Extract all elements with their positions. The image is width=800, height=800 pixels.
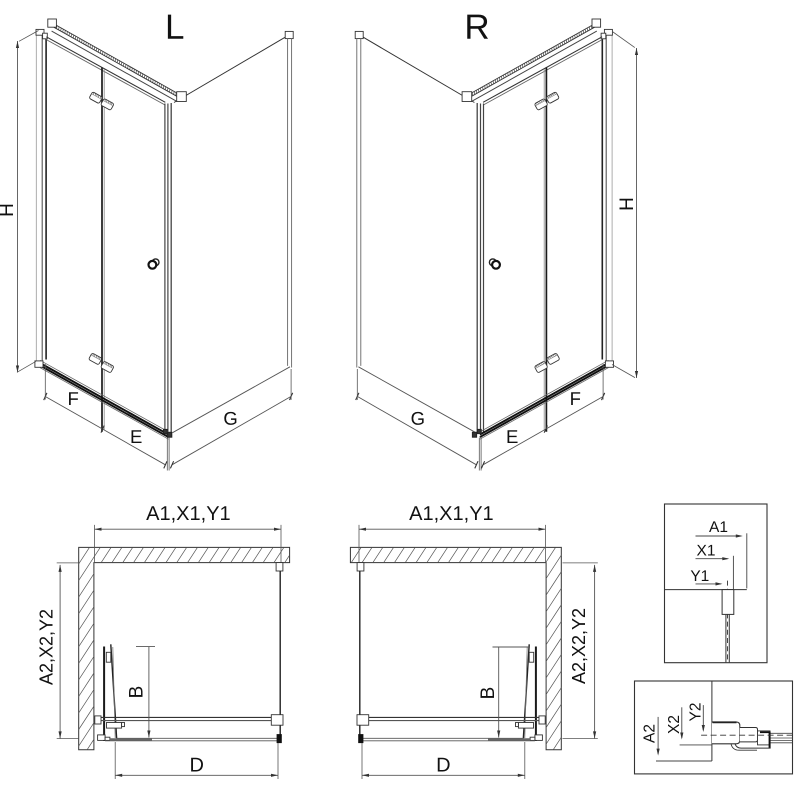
svg-text:A2: A2	[642, 724, 659, 743]
svg-text:H: H	[0, 203, 18, 217]
svg-text:A2,X2,Y2: A2,X2,Y2	[36, 609, 56, 685]
svg-text:Y1: Y1	[690, 568, 709, 585]
svg-text:F: F	[570, 388, 581, 409]
svg-text:D: D	[189, 754, 203, 776]
svg-text:X1: X1	[697, 542, 716, 559]
svg-text:B: B	[478, 687, 499, 700]
svg-text:A1,X1,Y1: A1,X1,Y1	[409, 503, 494, 525]
svg-text:E: E	[130, 426, 142, 447]
svg-text:F: F	[67, 388, 78, 409]
svg-text:X2: X2	[666, 715, 683, 734]
svg-text:A2,X2,Y2: A2,X2,Y2	[569, 608, 589, 684]
svg-text:A1,X1,Y1: A1,X1,Y1	[146, 503, 231, 525]
svg-text:E: E	[506, 426, 518, 447]
svg-text:A1: A1	[709, 519, 728, 536]
svg-text:G: G	[223, 408, 237, 429]
svg-text:Y2: Y2	[688, 703, 705, 722]
svg-text:L: L	[165, 8, 184, 47]
svg-text:B: B	[127, 686, 148, 699]
svg-text:G: G	[411, 408, 425, 429]
svg-text:R: R	[464, 8, 489, 47]
svg-text:H: H	[617, 197, 638, 211]
svg-text:D: D	[436, 754, 450, 776]
